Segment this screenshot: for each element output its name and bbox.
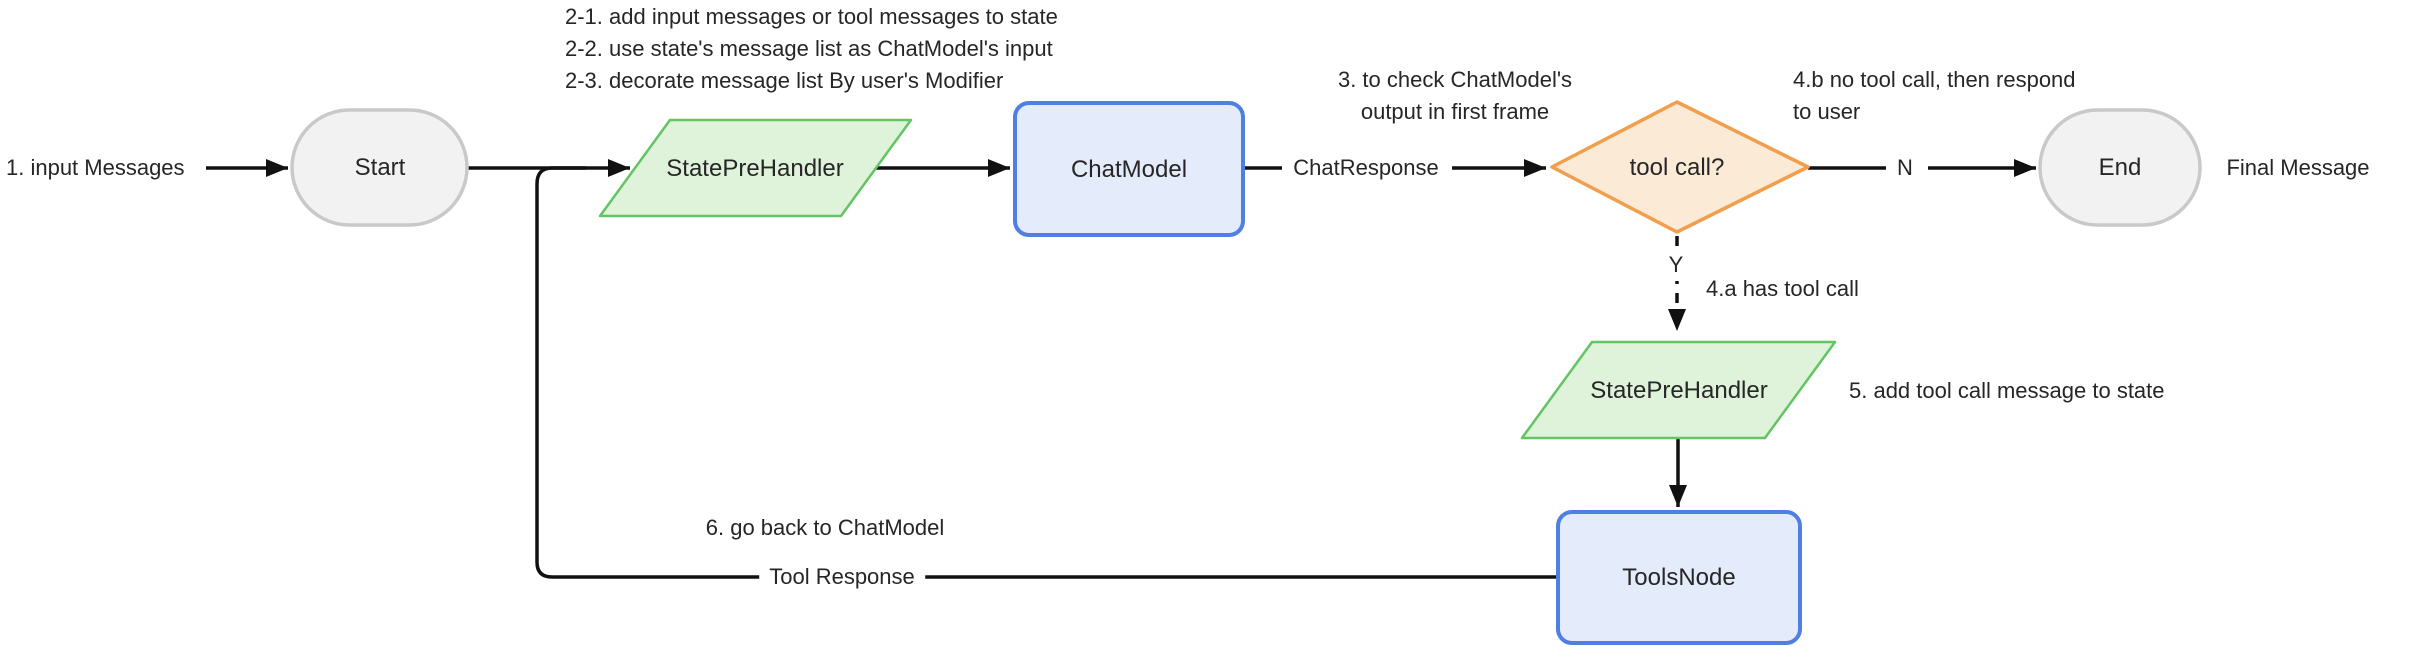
start-node-label: Start	[354, 154, 406, 181]
edge-label-tool-response: Tool Response	[759, 561, 925, 593]
edge-label-final-message: Final Message	[2226, 155, 2370, 180]
annotation-step4b: 4.b no tool call, then respond to user	[1793, 64, 2076, 128]
annotation-step2-line1: 2-1. add input messages or tool messages…	[565, 4, 1058, 29]
tool-call-decision-label: tool call?	[1629, 154, 1725, 181]
end-node-shape	[2038, 108, 2202, 227]
tools-node-shape	[1556, 510, 1802, 645]
tools-node-label: ToolsNode	[1622, 564, 1736, 591]
edge-label-y: Y	[1658, 249, 1694, 281]
annotation-step4b-line1: 4.b no tool call, then respond	[1793, 67, 2076, 92]
annotation-step6: 6. go back to ChatModel	[705, 515, 945, 540]
state-pre-handler-top-shape	[598, 118, 913, 218]
state-pre-handler-bottom-label: StatePreHandler	[1590, 377, 1768, 404]
edge-label-input-messages: 1. input Messages	[6, 155, 185, 180]
start-node-shape	[290, 108, 469, 227]
tool-call-decision-shape	[1550, 100, 1810, 234]
annotation-step2-line3: 2-3. decorate message list By user's Mod…	[565, 68, 1004, 93]
end-node-label: End	[2098, 154, 2142, 181]
chat-model-shape	[1013, 101, 1245, 237]
annotation-step3: 3. to check ChatModel's output in first …	[1338, 64, 1572, 128]
state-pre-handler-top-label: StatePreHandler	[666, 155, 844, 182]
annotation-step2: 2-1. add input messages or tool messages…	[565, 1, 1058, 97]
annotation-step5: 5. add tool call message to state	[1849, 378, 2165, 403]
annotation-step3-line2: output in first frame	[1360, 99, 1550, 124]
edge-toolsnode-loop-back	[535, 166, 1558, 579]
annotation-step4b-line2: to user	[1793, 99, 1861, 124]
annotation-step4a: 4.a has tool call	[1706, 276, 1859, 301]
annotation-step2-line2: 2-2. use state's message list as ChatMod…	[565, 36, 1053, 61]
state-pre-handler-bottom-shape	[1520, 340, 1837, 440]
edge-label-chat-response: ChatResponse	[1293, 155, 1439, 180]
annotation-step3-line1: 3. to check ChatModel's	[1337, 67, 1573, 92]
chat-model-label: ChatModel	[1070, 156, 1188, 183]
edge-label-n: N	[1897, 155, 1913, 180]
